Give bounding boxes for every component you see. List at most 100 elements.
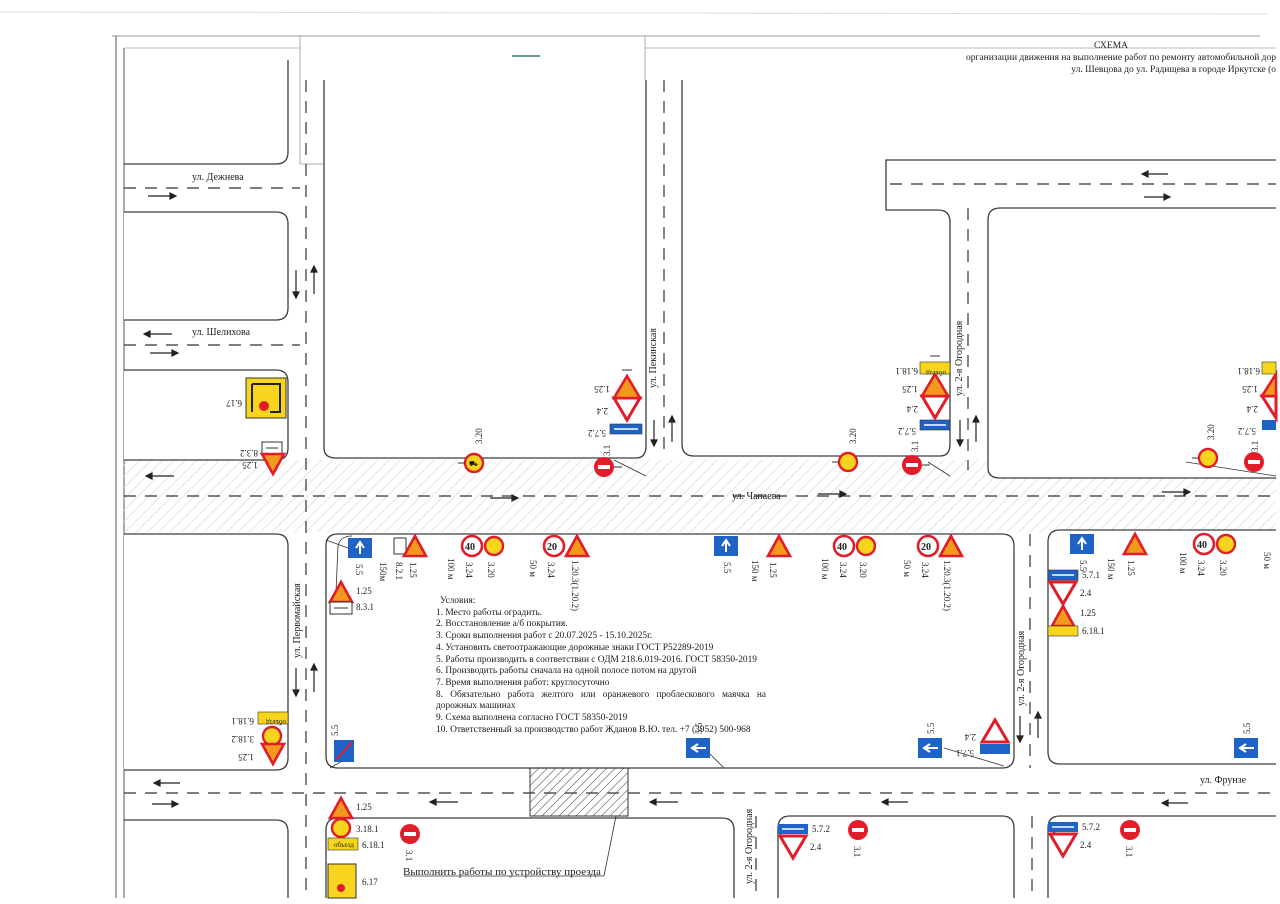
svg-text:⛟: ⛟ [469,461,478,468]
sign-3-20-f [855,535,877,557]
sign-stack-ogorodnaya-inner [979,717,1011,754]
condition-item: 4. Установить светоотражающие дорожные з… [436,642,714,653]
sign-5-5-f [918,738,942,758]
sign-stack-frunze-east [1047,822,1079,859]
label-3-24-d: 3.24 [920,562,930,578]
label-5-7-2-d: 5.7.2 [812,824,830,834]
label-8-3-2: 8.3.2 [240,448,258,458]
sign-1-25-c [1121,531,1149,556]
label-8-2-1: 8.2.1 [394,562,404,580]
sign-9-6 [334,740,354,762]
sign-3-20-b [832,451,859,473]
label-100m-a: 100 м [446,558,456,580]
label-3-18-2: 3.18.2 [232,734,255,744]
label-5-5-e: 5.5 [694,722,704,734]
speed-40-c: 40 [1197,540,1207,551]
arrow-right [1144,193,1172,201]
lane-markings [124,80,1276,898]
sign-3-20-a: ⛟ [458,452,485,474]
label-6-18-1-d: 6.18.1 [1082,626,1105,636]
speed-40-a: 40 [465,542,475,553]
label-100m-b: 100 м [820,558,830,580]
label-5-7-1-b: 5.7.1 [956,748,974,758]
label-5-7-2-c: 5.7.2 [1238,426,1256,436]
label-2-4-e: 2.4 [964,732,976,742]
sign-3-24-40-c [1192,532,1216,556]
label-3-1-c: 3.1 [1250,441,1260,452]
sign-3-20-c [1192,447,1219,469]
sign-1-25-b [765,533,793,558]
sign-3-1-e [848,820,868,840]
sign-1-20-3-b [937,533,965,558]
label-2-4-b: 2.4 [906,404,918,414]
label-150m-c: 150 м [1106,558,1116,580]
sign-stack-8-3-1 [327,579,355,615]
sign-1-20-3-a [563,533,591,558]
sign-3-1-a [594,457,622,477]
sign-stack-pekinskaya [609,369,643,435]
sign-3-1-b [902,455,930,475]
label-3-1-b: 3.1 [910,441,920,452]
label-100m-c: 100 м [1178,552,1188,574]
label-5-7-2-b: 5.7.2 [898,426,916,436]
arrow-left [144,472,174,480]
arrow-down [956,420,964,448]
sign-8-3-2 [261,441,283,455]
sign-stack-ogorodnaya [919,355,951,431]
label-3-1-d: 3.1 [404,850,414,861]
sign-stack-frunze-mid [777,824,809,861]
label-5-5-a: 5.5 [354,564,364,576]
label-5-5-d: 5.5 [330,724,340,736]
label-6-18-1-e: 6.18.1 [362,840,385,850]
sign-3-24-40-a [460,534,484,558]
sign-3-20-h [1215,533,1237,555]
label-obezd-a: объезд [926,369,946,377]
arrow-right [152,800,180,808]
label-5-5-g: 5.5 [1242,722,1252,734]
label-5-5-c: 5.5 [1078,560,1088,572]
arrow-right [490,494,520,502]
arrow-left [428,798,458,806]
condition-item: 1. Место работы оградить. [436,607,542,618]
condition-item: 8. Обязательно работа желтого или оранже… [436,689,766,712]
scheme-header: СХЕМА организации движения на выполнение… [956,40,1276,76]
label-3-24-c: 3.24 [838,562,848,578]
arrow-down [650,420,658,448]
label-2-4-d: 2.4 [1080,588,1092,598]
label-1-25-g: 1.25 [768,562,778,578]
arrow-right [148,192,178,200]
sign-3-1-c [1244,452,1264,472]
label-1-25-f: 1.25 [408,562,418,578]
label-3-20-e: 3.20 [486,562,496,578]
condition-item: 9. Схема выполнена согласно ГОСТ 58350-2… [436,713,628,724]
label-1-25-e: 1.25 [238,752,254,762]
label-3-24-b: 3.24 [546,562,556,578]
detour-scheme-6-17-a [245,377,287,419]
label-8-3-1: 8.3.1 [356,602,374,612]
street-chapaeva: ул. Чапаева [732,491,781,502]
label-6-17-a: 6.17 [226,398,242,408]
label-3-1-e: 3.1 [852,846,862,857]
arrow-right [1162,488,1192,496]
label-obezd-b: объезд [266,718,286,726]
sign-5-5-b [714,536,738,556]
sign-stack-east [1259,361,1278,430]
arrow-down [292,668,300,698]
label-150m-b: 150 м [750,560,760,582]
label-3-1-f: 3.1 [1124,846,1134,857]
label-6-18-1-b: 6.18.1 [1238,366,1261,376]
condition-item: 5. Работы производить в соответствии с О… [436,654,757,665]
arrow-left [1160,799,1188,807]
label-3-20-c: 3.20 [1206,424,1216,440]
label-1-25-d: 1.25 [242,460,258,470]
sign-1-25-a [401,533,429,558]
condition-item: 2. Восстановление а/б покрытия. [436,619,568,630]
sign-3-24-40-b [832,534,856,558]
label-obezd-c: объезд [334,841,354,849]
work-zone [529,767,629,817]
label-5-7-2-a: 5.7.2 [588,428,606,438]
sign-5-5-a [348,538,372,558]
scheme-subtitle-2: ул. Шевцова до ул. Радищева в городе Ирк… [1071,65,1276,75]
